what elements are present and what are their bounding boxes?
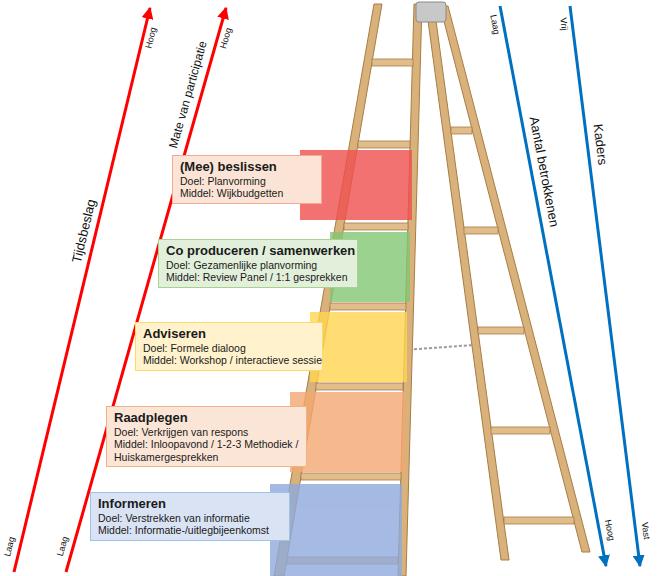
step-title: (Mee) beslissen [180,159,314,175]
ladder-rung [491,427,550,434]
step-title: Adviseren [143,326,315,342]
axis-end-label: Hoog [219,27,234,50]
axis-title: Tijdsbeslag [69,197,98,264]
axis-end-label: Laag [488,14,501,36]
axis-end-label: Vast [639,522,651,540]
ladder-rung [478,327,524,334]
axis-end-label: Vrij [557,17,568,31]
step-colour [290,392,405,472]
step-colour [310,312,407,382]
step-title: Raadplegen [114,410,299,426]
axis-title: Mate van participatie [167,40,210,150]
step-detail: Middel: Review Panel / 1:1 gesprekken [166,271,350,284]
ladder-rung [372,59,413,66]
step-detail: Doel: Gezamenlijke planvorming [166,259,350,272]
step-detail: Middel: Informatie-/uitlegbijeenkomst [98,524,282,537]
axis-arrow [500,6,606,566]
axis-arrow [14,8,150,572]
axis-end-label: Laag [3,536,17,558]
step-box: (Mee) beslissenDoel: PlanvormingMiddel: … [172,155,322,204]
ladder-rung [451,127,472,134]
step-detail: Doel: Verkrijgen van respons [114,426,299,439]
step-title: Informeren [98,496,282,512]
step-detail: Middel: Wijkbudgetten [180,187,314,200]
step-detail: Doel: Planvorming [180,175,314,188]
step-box: RaadplegenDoel: Verkrijgen van responsMi… [106,406,307,467]
ladder-rung [330,303,406,310]
ladder-rung [504,517,574,524]
axis-end-label: Hoog [602,519,616,542]
step-detail: Middel: Inloopavond / 1-2-3 Methodiek / … [114,438,299,463]
axis-title: Kaders [590,123,609,166]
axis-title: Aantal betrokkenen [526,115,561,228]
ladder-rope [404,345,474,350]
ladder-back [426,6,590,560]
step-box: AdviserenDoel: Formele dialoogMiddel: Wo… [135,322,323,371]
axis-end-label: Hoog [145,27,160,50]
step-detail: Doel: Formele dialoog [143,342,315,355]
ladder-rung [358,141,410,148]
axis-arrow [66,8,226,572]
step-detail: Middel: Workshop / interactieve sessie [143,354,315,367]
step-box: InformerenDoel: Verstrekken van informat… [90,492,290,541]
step-detail: Doel: Verstrekken van informatie [98,512,282,525]
step-title: Co produceren / samenwerken [166,243,350,259]
ladder-rung [301,473,401,480]
step-box: Co produceren / samenwerkenDoel: Gezamen… [158,239,358,288]
ladder-hinge [416,2,446,22]
ladder-rung [464,227,498,234]
axis-end-label: Laag [56,536,71,558]
ladder-rung [344,223,408,230]
ladder-rung [316,383,403,390]
axis-arrow [570,6,640,566]
